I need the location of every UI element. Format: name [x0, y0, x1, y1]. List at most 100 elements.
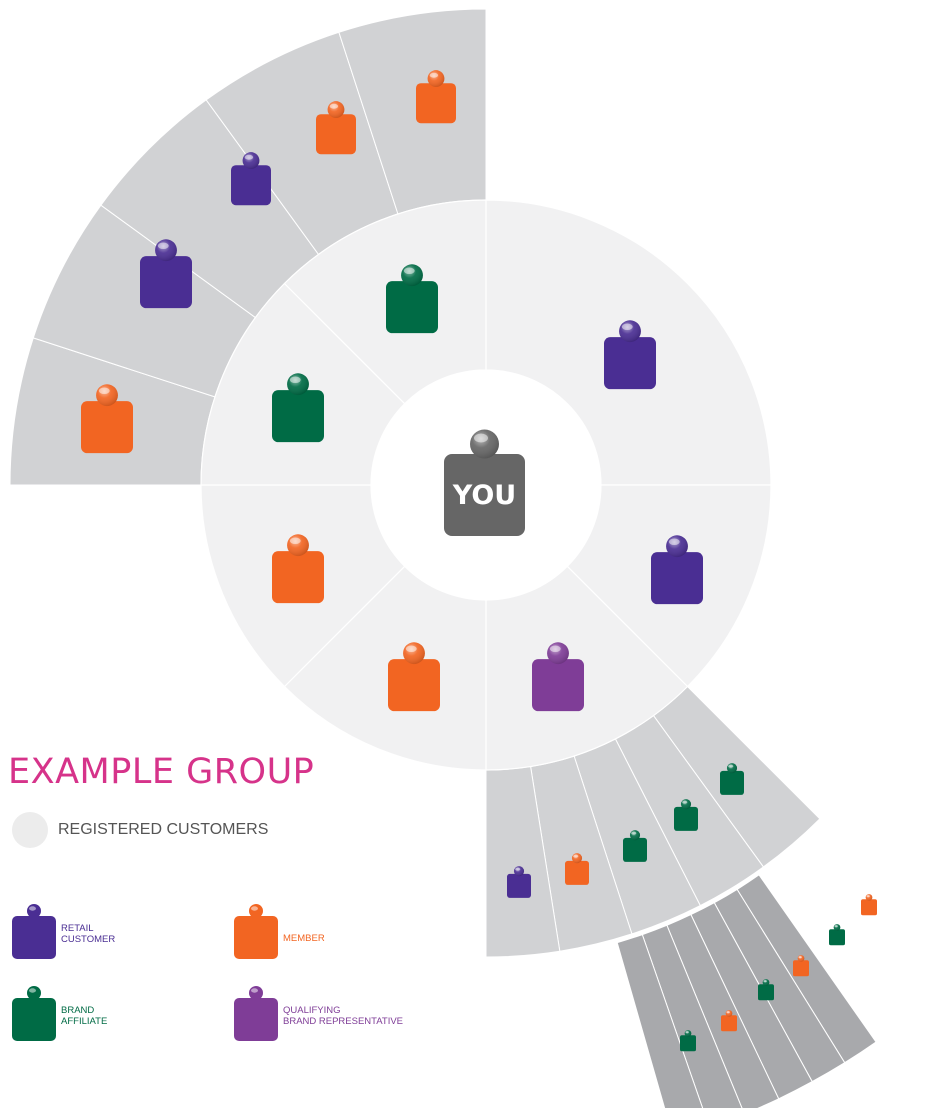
figure-head-shine	[513, 866, 525, 877]
figure-body	[532, 659, 584, 712]
figure-head-shine	[725, 1010, 733, 1017]
figure-head-highlight	[515, 867, 521, 871]
registered-swatch	[12, 812, 48, 848]
figure-body	[861, 899, 877, 916]
you-body	[444, 454, 525, 536]
figure-head-highlight	[549, 645, 561, 653]
you-head-highlight	[474, 433, 488, 443]
figure-body	[829, 929, 845, 946]
legend-item-retail-customer: RETAIL CUSTOMER	[11, 903, 115, 961]
far-figure-member	[793, 955, 809, 977]
member-figures	[81, 70, 877, 1052]
far-figure-member	[721, 1010, 737, 1032]
bottom-right-figure-affiliate	[674, 799, 698, 831]
figure-head-highlight	[726, 1011, 730, 1014]
member-icon	[234, 904, 278, 959]
figure-head-shine	[401, 264, 423, 287]
top-left-figure-member	[416, 70, 456, 124]
figure-body	[316, 114, 356, 155]
inner-figure-retail	[651, 535, 703, 605]
qualifying-brand-representative-icon	[234, 986, 278, 1041]
figure-head-shine	[865, 894, 873, 901]
figure-head-shine	[762, 979, 770, 986]
figure-head-shine	[629, 830, 641, 841]
inner-figure-affiliate	[272, 373, 324, 443]
legend-qualifying-line-1: QUALIFYING	[283, 1005, 341, 1016]
figure-body	[674, 806, 698, 831]
figure-body	[231, 165, 271, 206]
figure-head-shine	[833, 924, 841, 931]
figure-head-shine	[427, 70, 445, 87]
figure-body	[651, 552, 703, 605]
you-head-shine	[470, 429, 499, 459]
figure-head-shine	[666, 535, 688, 558]
figure-body	[272, 390, 324, 443]
far-figure-affiliate	[829, 924, 845, 946]
figure-head-shine	[155, 239, 177, 262]
figure-body	[416, 83, 456, 124]
figure-head-highlight	[405, 645, 417, 653]
inner-figure-member	[272, 534, 324, 604]
figure-head-shine	[96, 384, 118, 407]
legend-retail-line-1: RETAIL	[61, 923, 94, 934]
figure-body	[140, 256, 192, 309]
far-figure-member	[861, 894, 877, 916]
far-figure-affiliate	[758, 979, 774, 1001]
figure-head-highlight	[668, 538, 680, 546]
retail-customer-icon	[12, 904, 56, 959]
top-left-figure-member	[81, 384, 133, 454]
figure-head-shine	[797, 955, 805, 962]
figure-head-highlight	[429, 72, 439, 78]
brand-affiliate-icon	[12, 986, 56, 1041]
figure-body	[758, 984, 774, 1001]
figure-body	[680, 1035, 696, 1052]
figure-head-highlight	[866, 895, 870, 898]
figure-body	[272, 551, 324, 604]
legend-item-brand-affiliate: BRAND AFFILIATE	[11, 985, 107, 1043]
top-left-figure-member	[316, 101, 356, 155]
figure-body	[720, 770, 744, 795]
figure-head-shine	[726, 763, 738, 774]
figure-body	[388, 659, 440, 712]
figure-head-shine	[287, 534, 309, 557]
bottom-right-figure-affiliate	[623, 830, 647, 862]
figure-head-highlight	[244, 154, 254, 160]
figure-head-highlight	[728, 764, 734, 768]
legend-member-line-1: MEMBER	[283, 933, 325, 944]
legend-retail-line-2: CUSTOMER	[61, 934, 116, 945]
figure-head-shine	[571, 853, 583, 864]
figure-head-highlight	[289, 537, 301, 545]
figure-body	[721, 1015, 737, 1032]
legend-registered-customers: REGISTERED CUSTOMERS	[12, 812, 268, 848]
inner-figure-qualifying	[532, 642, 584, 712]
figure-head-shine	[547, 642, 569, 665]
figure-head-highlight	[289, 376, 301, 384]
figure-body	[81, 401, 133, 454]
bottom-right-figure-retail	[507, 866, 531, 898]
figure-head-highlight	[573, 854, 579, 858]
bottom-right-figure-member	[565, 853, 589, 885]
inner-figure-member	[388, 642, 440, 712]
figure-body	[604, 337, 656, 390]
you-figure: YOU	[444, 429, 525, 536]
figure-head-shine	[684, 1030, 692, 1037]
figure-head-highlight	[682, 800, 688, 804]
figure-body	[386, 281, 438, 334]
figure-head-shine	[680, 799, 692, 810]
legend-affiliate-line-2: AFFILIATE	[61, 1016, 108, 1027]
figure-body	[565, 860, 589, 885]
figure-head-highlight	[157, 242, 169, 250]
inner-figure-retail	[604, 320, 656, 390]
figure-head-highlight	[834, 925, 838, 928]
legend-item-member: MEMBER	[233, 903, 325, 961]
figure-head-shine	[403, 642, 425, 665]
figure-head-highlight	[763, 980, 767, 983]
legend-affiliate-line-1: BRAND	[61, 1005, 95, 1016]
figure-head-shine	[287, 373, 309, 396]
figure-body	[793, 960, 809, 977]
figure-head-highlight	[329, 103, 339, 109]
figure-body	[623, 837, 647, 862]
far-bottom-right-group-wedges	[616, 874, 877, 1108]
far-wedge-6	[616, 933, 704, 1108]
